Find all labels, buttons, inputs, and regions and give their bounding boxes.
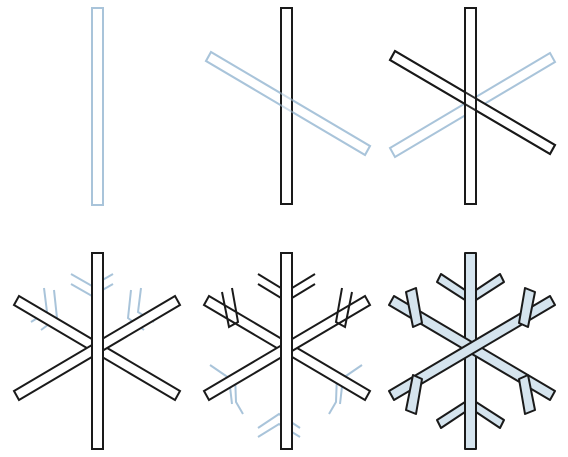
step-6-filled-snowflake	[389, 253, 555, 449]
step-6-panel	[389, 253, 555, 449]
step-1-vertical-bar	[92, 8, 103, 205]
step-1-panel	[92, 8, 103, 205]
step-5-outline	[204, 253, 370, 449]
step-4-panel	[14, 253, 180, 449]
step-5-panel	[204, 253, 370, 449]
step-4-vertical-bar	[92, 253, 103, 449]
step-3-panel	[390, 8, 555, 204]
step-2-panel	[206, 8, 370, 204]
